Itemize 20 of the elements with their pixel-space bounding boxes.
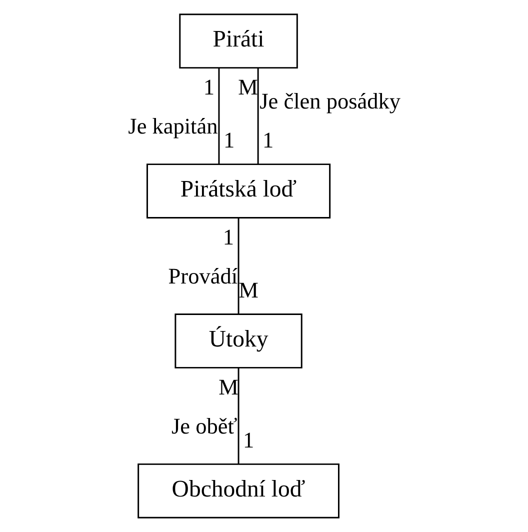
edge-label: Provádí bbox=[168, 264, 238, 289]
node-box: Pirátská loď bbox=[146, 164, 330, 218]
connector bbox=[237, 368, 239, 464]
label: 1 bbox=[222, 224, 234, 250]
label: M bbox=[218, 374, 238, 400]
node-box: Obchodní loď bbox=[137, 463, 339, 518]
label: 1 bbox=[202, 74, 214, 100]
connector bbox=[237, 218, 239, 314]
label: M bbox=[238, 278, 258, 303]
edge-label: Je oběť bbox=[171, 414, 237, 439]
node-box: Útoky bbox=[174, 314, 302, 368]
edge-label: Je kapitán bbox=[128, 114, 218, 139]
label: 1 bbox=[242, 427, 254, 452]
label: M bbox=[238, 74, 258, 100]
connector bbox=[218, 68, 220, 164]
edge-label: Je člen posádky bbox=[259, 88, 400, 114]
node-box: Piráti bbox=[178, 14, 298, 69]
label: 1 bbox=[222, 128, 234, 153]
label: 1 bbox=[262, 128, 274, 153]
connector bbox=[256, 68, 258, 164]
